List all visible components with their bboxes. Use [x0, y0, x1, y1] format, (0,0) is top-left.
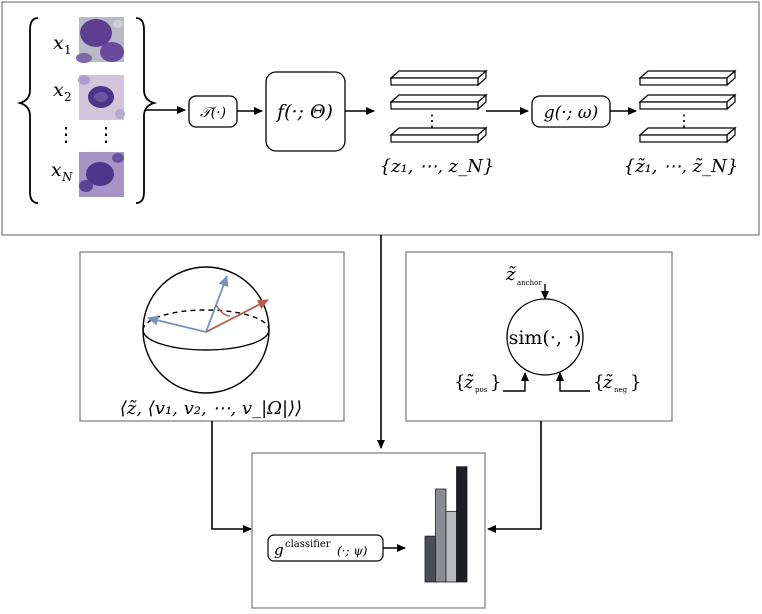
- prototype-label: ⟨z̃, ⟨v₁, v₂, ⋯, v_|Ω|⟩⟩: [120, 398, 302, 419]
- svg-text:}: }: [630, 372, 641, 393]
- svg-text:(·; ψ): (·; ψ): [337, 544, 368, 558]
- svg-text:neg: neg: [614, 386, 628, 394]
- angle-arc: [215, 304, 231, 317]
- svg-text:}: }: [490, 372, 501, 393]
- cell-image-2: [78, 75, 125, 120]
- positive-set-label: { z̃ pos }: [454, 372, 501, 394]
- cell-image-N: [79, 152, 124, 197]
- input-label-x1: x 1: [53, 32, 72, 57]
- output-bar-4: [456, 466, 468, 583]
- arrow-prototype-to-classifier: [211, 421, 252, 533]
- negative-set-label: { z̃ neg }: [593, 372, 641, 394]
- transform-label: 𝒯(·): [200, 105, 226, 121]
- svg-text:classifier: classifier: [285, 539, 331, 550]
- svg-text:N: N: [61, 170, 73, 184]
- encoder-label: f(·; Θ): [275, 101, 333, 123]
- top-panel: [1, 1, 760, 236]
- output-bar-3: [445, 510, 457, 583]
- prototype-vector-1: [147, 315, 207, 333]
- sim-circle: [506, 298, 584, 376]
- svg-text:pos: pos: [475, 386, 488, 394]
- sphere-equator-front: [142, 329, 270, 351]
- svg-text:1: 1: [64, 43, 72, 57]
- prototype-vector-2: [205, 275, 229, 333]
- svg-text:z̃: z̃: [505, 264, 516, 285]
- arrow-positive-to-sim: [503, 372, 529, 392]
- svg-text:z̃: z̃: [463, 372, 474, 393]
- arrow-contrastive-to-classifier: [487, 421, 542, 533]
- svg-text:anchor: anchor: [517, 279, 542, 287]
- output-bar-chart: [424, 466, 468, 583]
- svg-text:2: 2: [64, 90, 72, 104]
- output-bar-1: [424, 535, 436, 583]
- prototype-panel: [79, 251, 345, 422]
- svg-text:x: x: [53, 79, 64, 101]
- input-label-xN: x N: [51, 159, 73, 184]
- svg-text:z̃: z̃: [602, 372, 613, 393]
- embedding-dots: ⋮: [424, 111, 440, 130]
- projection-stack: [638, 69, 737, 144]
- svg-text:x: x: [51, 159, 62, 181]
- embeddings-label: {z₁, ⋯, z_N}: [380, 156, 495, 177]
- input-label-x2: x 2: [53, 79, 72, 104]
- projector-label: g(·; ω): [544, 103, 599, 123]
- embedding-stack: [389, 69, 488, 144]
- sim-label: sim(·, ·): [509, 327, 582, 349]
- svg-text:{: {: [454, 372, 465, 393]
- vertical-dots-left: ⋮: [56, 122, 76, 146]
- arrow-negative-to-sim: [556, 372, 590, 392]
- left-brace: [16, 17, 39, 204]
- projections-label: {z̃₁, ⋯, z̃_N}: [624, 156, 739, 177]
- projection-dots: ⋮: [676, 111, 692, 130]
- output-bar-2: [435, 488, 447, 583]
- svg-text:x: x: [53, 32, 64, 54]
- anchor-label: z̃ anchor: [505, 264, 542, 287]
- vertical-dots-right: ⋮: [96, 122, 116, 146]
- cell-image-1: [76, 17, 124, 63]
- svg-text:{: {: [593, 372, 604, 393]
- embedding-vector: [205, 299, 269, 333]
- svg-text:g: g: [274, 541, 284, 559]
- classifier-label: g classifier (·; ψ): [274, 539, 368, 559]
- right-brace: [135, 17, 158, 204]
